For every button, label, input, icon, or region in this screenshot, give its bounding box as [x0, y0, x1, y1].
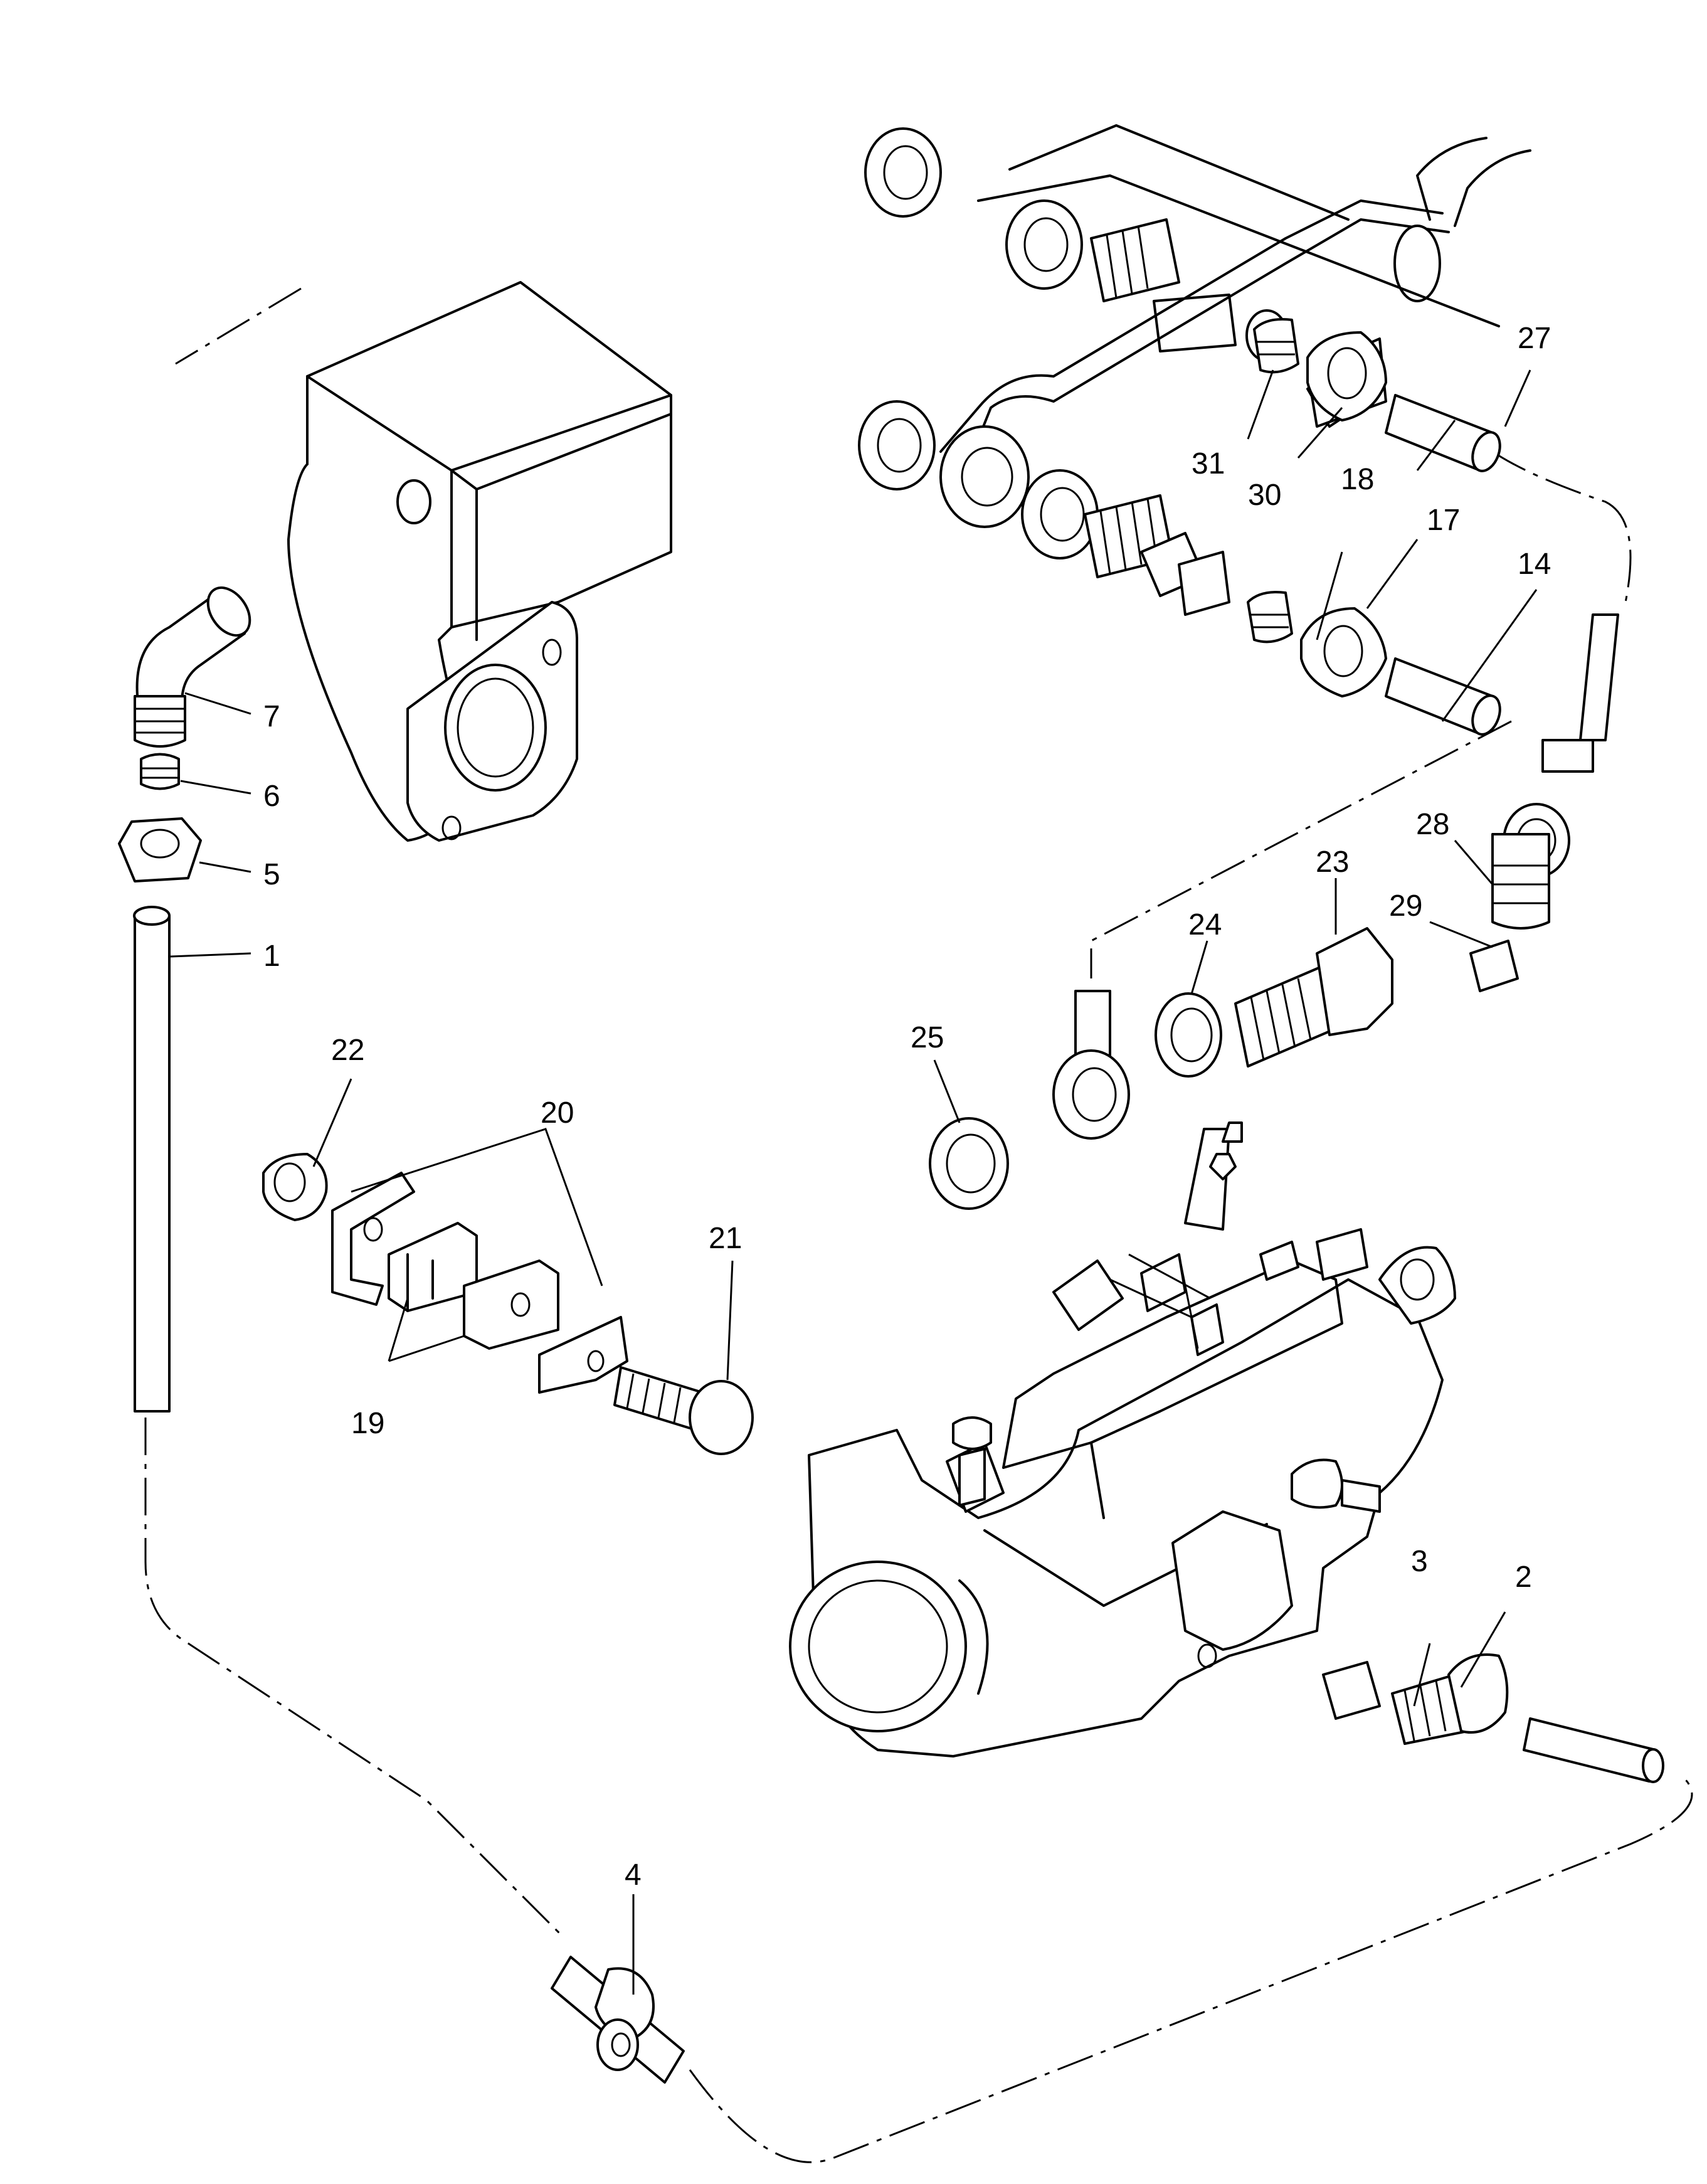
lower-nipple: [1247, 591, 1293, 644]
clamp-bolt: [613, 1366, 754, 1455]
pipe-end: [1541, 613, 1619, 773]
pump-cap: [1322, 1661, 1381, 1720]
washer: [929, 1117, 1009, 1210]
union-fitting: [1491, 803, 1570, 930]
callout-21: 21: [709, 1222, 742, 1255]
callout-17: 17: [1427, 504, 1460, 537]
callout-20: 20: [541, 1096, 574, 1130]
callout-28: 28: [1416, 808, 1449, 841]
injection-pump: [789, 1121, 1456, 1757]
clamp-nut: [262, 1153, 328, 1221]
banjo-washer: [1155, 992, 1222, 1078]
callout-14: 14: [1518, 548, 1551, 581]
banjo-fitting: [1052, 990, 1130, 1140]
lower-nut: [1300, 607, 1387, 697]
cap: [1469, 940, 1519, 992]
callout-30: 30: [1248, 479, 1281, 512]
banjo-bolt: [1234, 927, 1393, 1068]
callout-19: 19: [351, 1407, 384, 1440]
lower-pipe-segment: [1385, 657, 1501, 736]
callout-31: 31: [1192, 447, 1225, 480]
nipple: [140, 753, 180, 790]
upper-nipple: [1253, 318, 1299, 374]
callout-29: 29: [1389, 889, 1422, 923]
pump-fitting: [1391, 1653, 1664, 1783]
callout-27: 27: [1518, 322, 1551, 355]
upper-pipe-segment: [1385, 394, 1501, 472]
callout-6: 6: [263, 780, 280, 813]
callout-4: 4: [625, 1858, 642, 1892]
callout-labels: 7 6 5 1 22 20 19 21 25 24 23 28 29 27 31…: [263, 322, 1551, 1892]
elbow-hose: [134, 586, 251, 748]
leader-lines: [170, 369, 1538, 1995]
assembly-lines: [144, 287, 1693, 2163]
hex-nut: [118, 817, 202, 883]
fuel-pipe: [133, 906, 171, 1413]
callout-25: 25: [911, 1021, 944, 1054]
callout-5: 5: [263, 858, 280, 891]
callout-1: 1: [263, 940, 280, 973]
callout-18: 18: [1341, 463, 1374, 496]
callout-2: 2: [1515, 1561, 1532, 1594]
callout-22: 22: [331, 1034, 364, 1067]
upper-nut: [1306, 331, 1387, 421]
injection-pipe-assembly: [858, 124, 1531, 616]
intake-manifold: [287, 281, 672, 842]
callout-7: 7: [263, 700, 280, 733]
pipe-clip: [551, 1956, 685, 2084]
callout-24: 24: [1188, 908, 1222, 941]
clamp-set: [331, 1172, 628, 1394]
callout-23: 23: [1316, 846, 1349, 879]
callout-3: 3: [1411, 1545, 1428, 1578]
